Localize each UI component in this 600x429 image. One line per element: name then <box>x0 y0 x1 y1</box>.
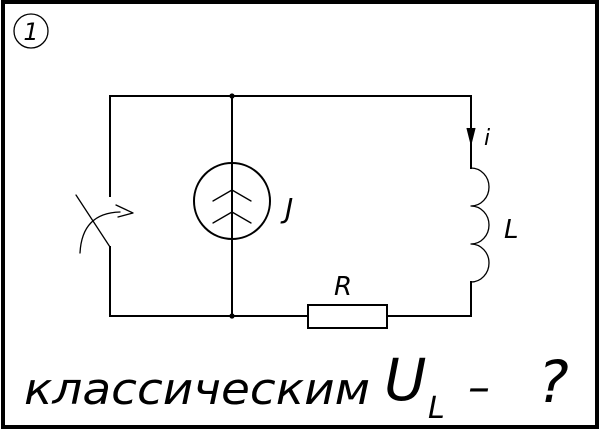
current-source-label: J <box>280 192 293 225</box>
quantity-main: U <box>384 346 426 414</box>
quantity-subscript: L <box>428 391 445 426</box>
question-mark: ? <box>538 348 569 416</box>
junction-dot-top <box>229 93 235 99</box>
inductor-label: L <box>504 215 519 245</box>
current-source-symbol <box>193 162 271 240</box>
current-source-chevron-upper-icon <box>212 189 252 202</box>
problem-number-circle <box>13 13 49 49</box>
inductor-coils <box>470 167 490 283</box>
switch-arc <box>79 211 121 254</box>
current-direction-arrow-icon <box>466 127 476 145</box>
dash: – <box>468 362 490 413</box>
current-label: i <box>484 126 490 151</box>
question-caption: классическим U L – ? <box>24 346 569 426</box>
switch-symbol <box>75 194 134 254</box>
problem-number-badge: 1 <box>13 13 49 49</box>
method-text: классическим <box>24 364 370 415</box>
current-source-chevron-lower-icon <box>212 211 252 224</box>
problem-number: 1 <box>23 18 38 46</box>
switch-arrow-icon <box>115 204 134 218</box>
resistor-body <box>307 304 388 329</box>
resistor-label: R <box>334 272 352 302</box>
junction-dot-bottom <box>229 313 235 319</box>
inductor-symbol <box>470 167 490 283</box>
